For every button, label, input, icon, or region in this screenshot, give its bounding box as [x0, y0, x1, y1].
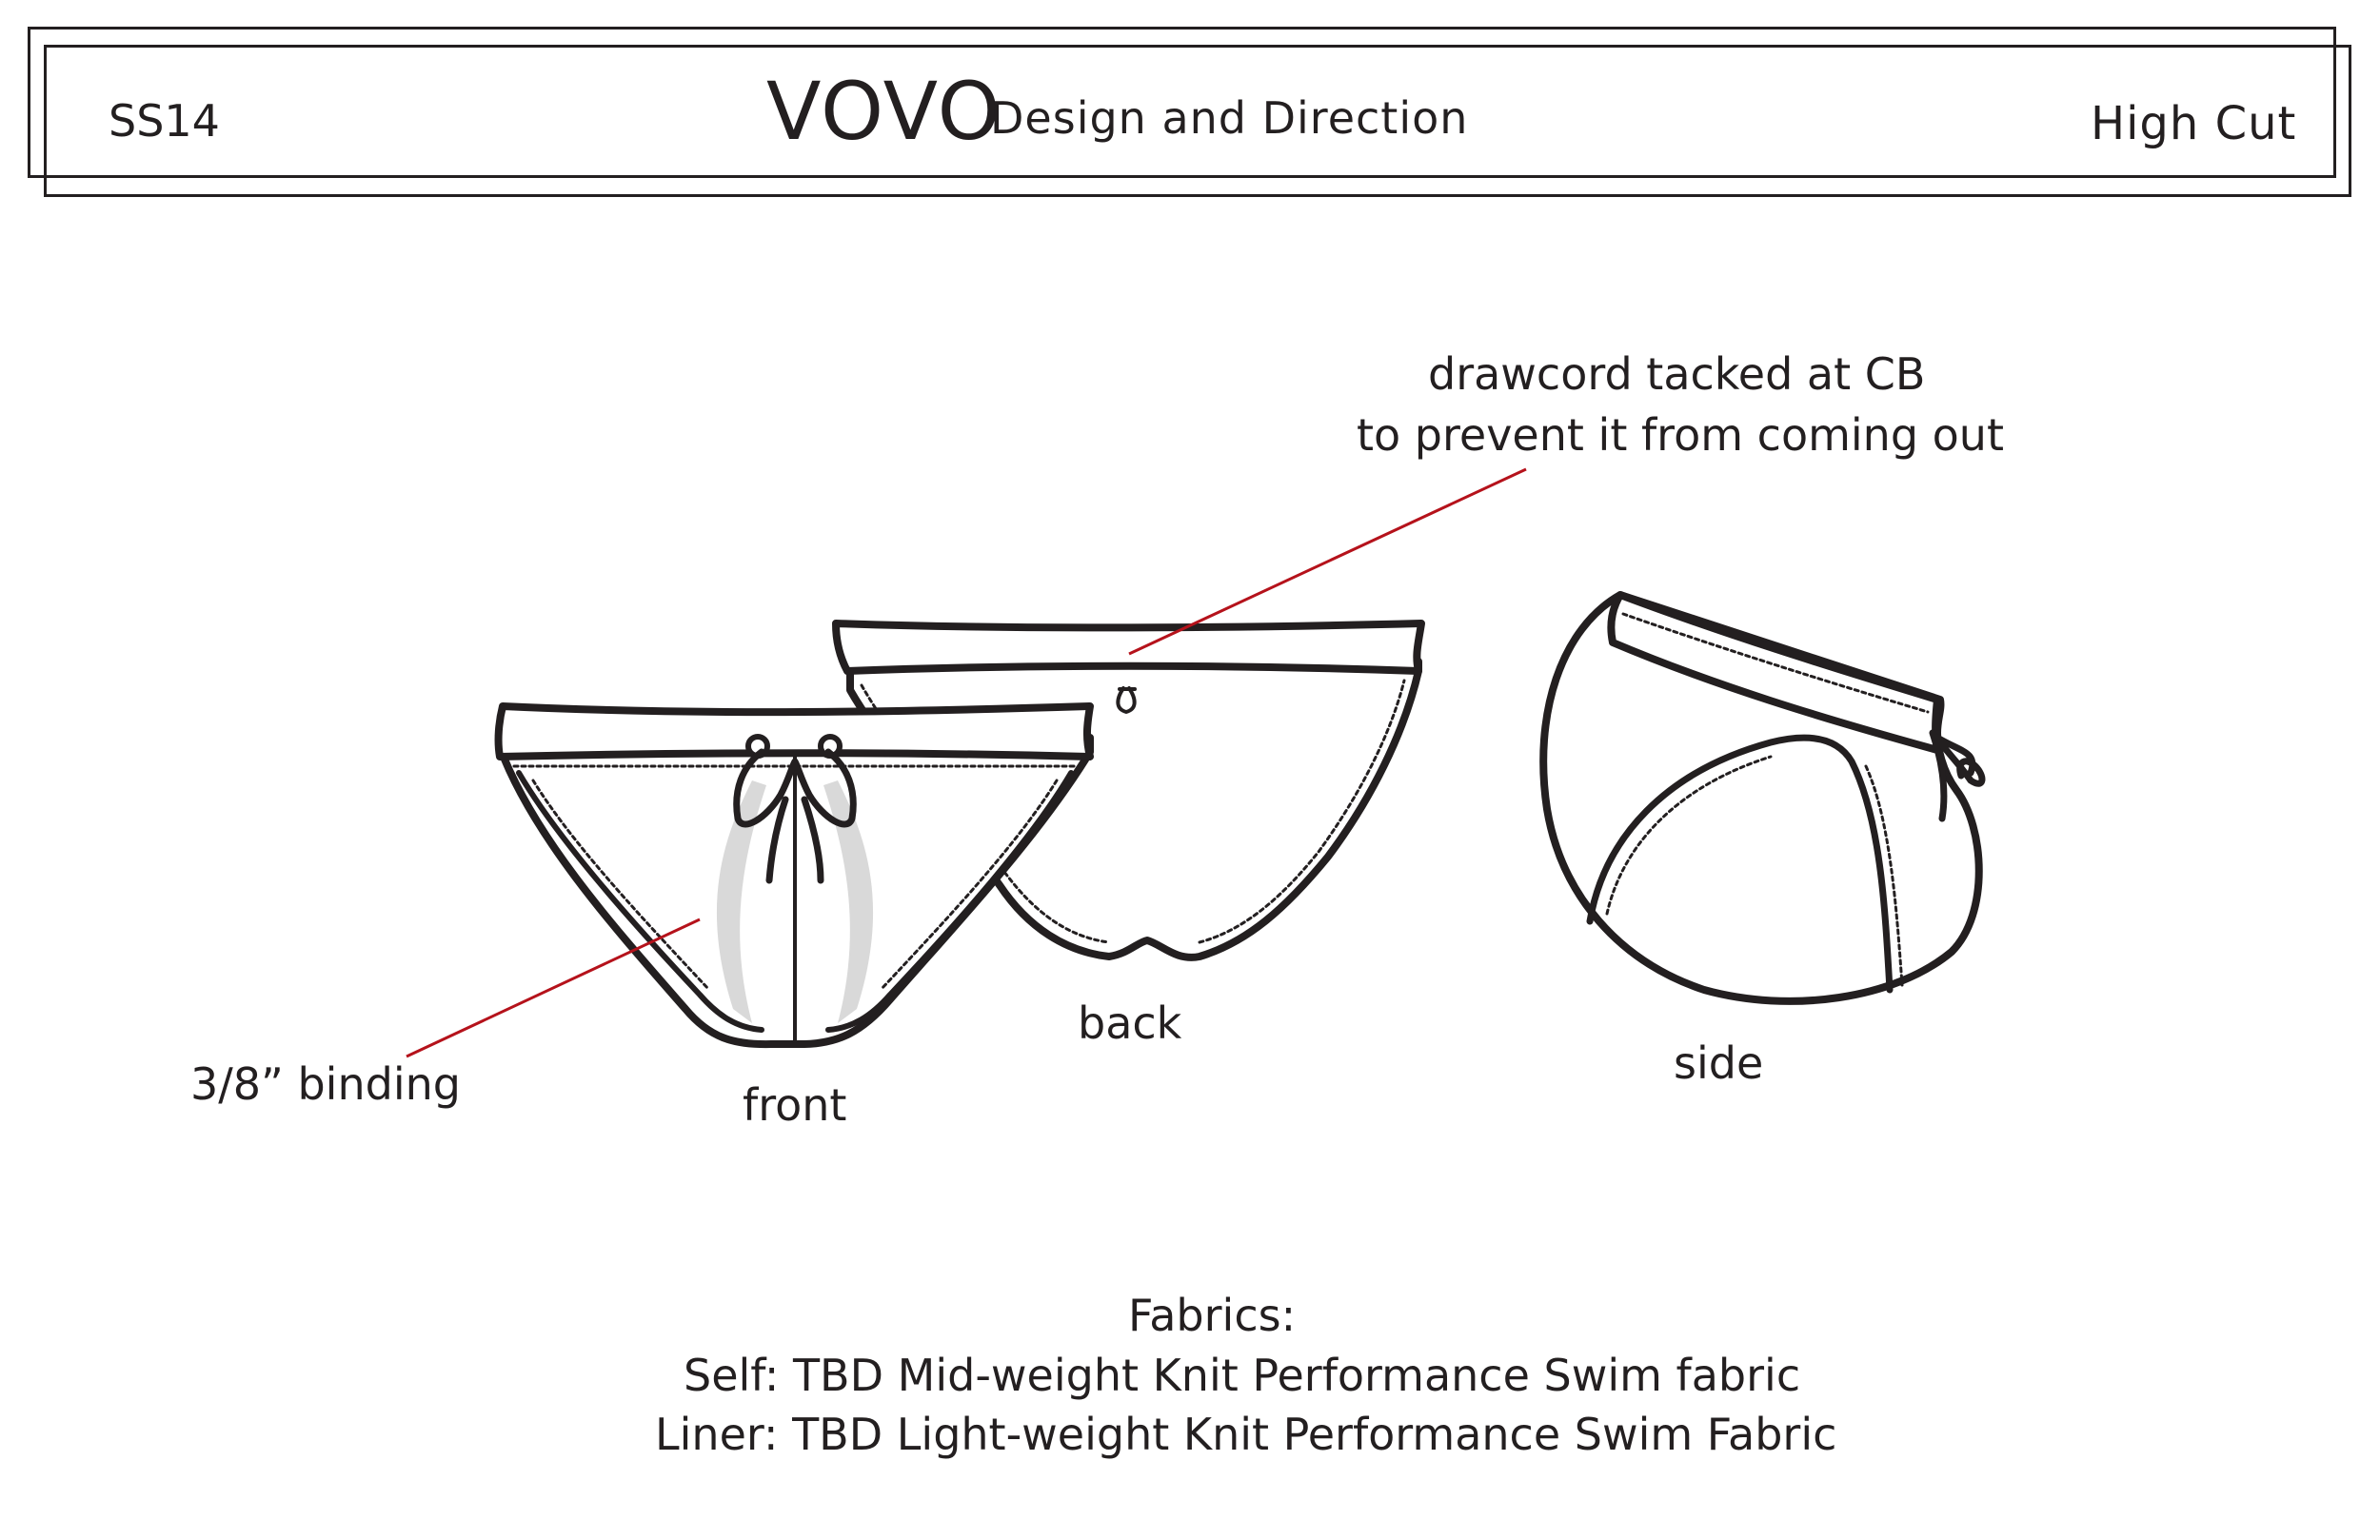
header-frame-front [44, 45, 2351, 197]
drawcord-callout-line1: drawcord tacked at CB [1428, 348, 1926, 400]
front-waistband [494, 702, 1094, 760]
back-waistband [832, 620, 1425, 675]
cb-drawcord-tack [1116, 686, 1137, 714]
header-frame-back [28, 27, 2336, 178]
front-liner-panel-right [823, 780, 874, 1023]
front-drawcord-bow [733, 748, 857, 884]
front-view-sketch [494, 702, 1094, 1049]
side-view-label: side [1674, 1037, 1764, 1089]
front-view-label: front [743, 1079, 847, 1131]
binding-callout-label: 3/8” binding [190, 1058, 461, 1110]
side-leg-opening [1586, 734, 1894, 994]
fabric-self: Self: TBD Mid-weight Knit Performance Sw… [684, 1350, 1801, 1401]
style-name: High Cut [2091, 97, 2297, 150]
fabrics-heading: Fabrics: [1128, 1290, 1297, 1341]
binding-callout-line [406, 918, 701, 1058]
brand-tagline: Design and Direction [990, 92, 1469, 144]
drawcord-callout-line [1128, 467, 1527, 656]
back-view-label: back [1078, 997, 1182, 1049]
side-view-sketch [1539, 591, 1986, 1005]
fabric-liner: Liner: TBD Light-weight Knit Performance… [655, 1409, 1837, 1460]
front-liner-panel-left [716, 780, 766, 1023]
brand-logo: VOVO [766, 65, 1002, 158]
front-right-binding [825, 770, 1074, 1033]
front-left-binding [516, 770, 764, 1033]
side-drawcord-tie [1929, 729, 1986, 822]
season-code: SS14 [109, 95, 220, 147]
drawcord-callout-line2: to prevent it from coming out [1357, 409, 2004, 461]
